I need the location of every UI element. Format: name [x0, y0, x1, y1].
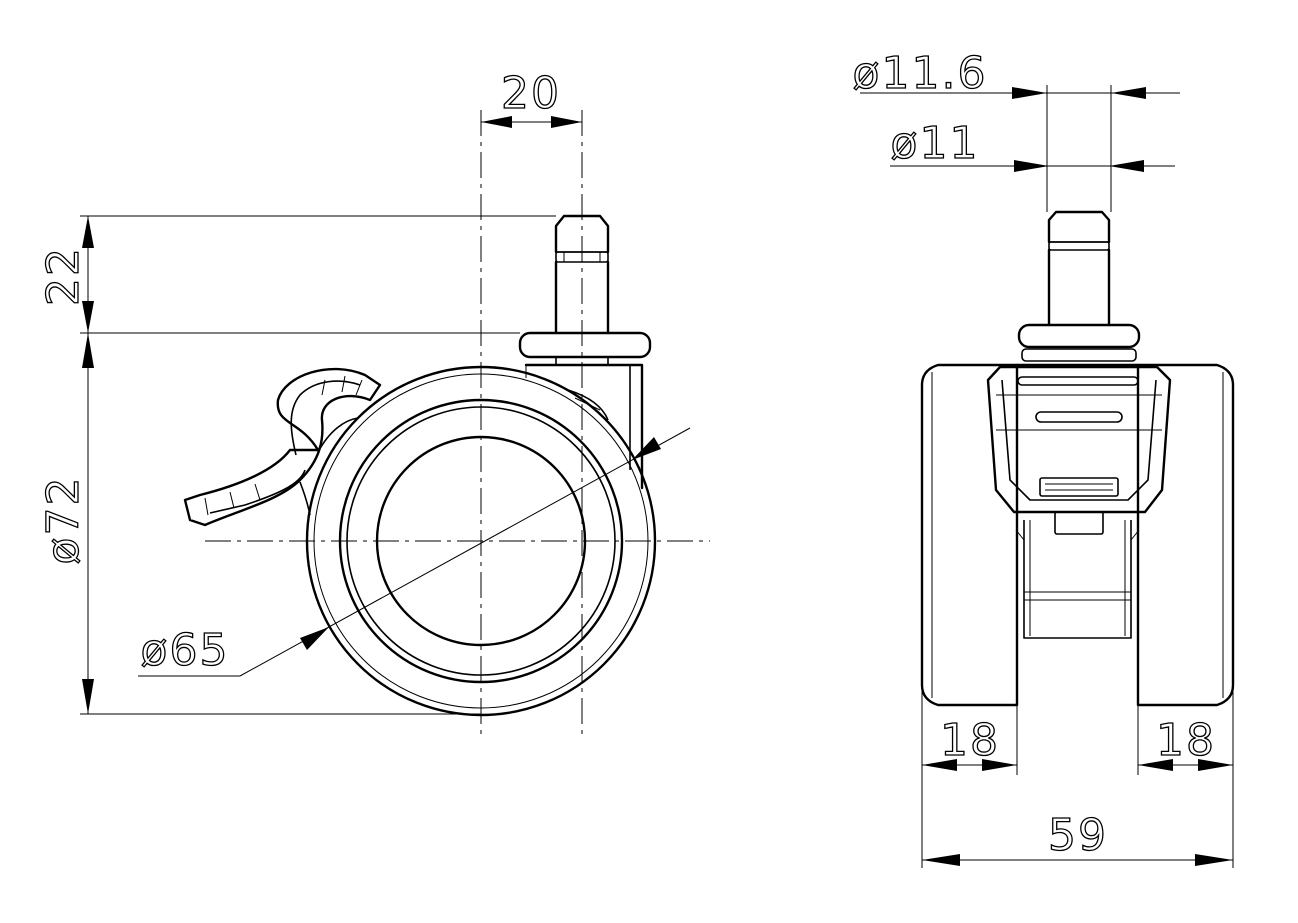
dim-stem-height: 22 [37, 215, 556, 334]
dim-stem-offset: 20 [481, 67, 582, 128]
dim-label-wheel-dia: ø65 [141, 625, 230, 676]
dim-stem-dia: ø11 [890, 117, 1175, 172]
dim-overall-dia: ø72 [37, 333, 481, 715]
dim-wheel-left-width: 18 [921, 690, 1018, 868]
dim-label-wheel-left-width: 18 [940, 715, 1000, 766]
dim-label-collar-dia: ø11.6 [853, 48, 988, 99]
dim-label-overall-width: 59 [1048, 810, 1108, 861]
dim-label-overall-dia: ø72 [38, 476, 89, 565]
front-stem [1017, 210, 1141, 362]
stem [518, 214, 652, 490]
dim-label-wheel-right-width: 18 [1156, 715, 1216, 766]
dim-collar-dia: ø11.6 [852, 47, 1180, 212]
dim-wheel-right-width: 18 [1137, 690, 1234, 868]
dim-label-stem-offset: 20 [501, 68, 561, 119]
brake-lever [183, 367, 382, 527]
side-view: 20 22 ø72 ø65 [37, 67, 710, 735]
wheel [305, 365, 657, 717]
front-wheels [920, 363, 1235, 707]
front-view: ø11.6 ø11 18 18 [852, 47, 1235, 868]
dim-label-stem-height: 22 [38, 246, 89, 306]
dim-wheel-dia: ø65 [138, 427, 691, 677]
dim-overall-width: 59 [922, 809, 1233, 866]
dim-label-stem-dia: ø11 [891, 118, 980, 169]
front-housing [986, 365, 1172, 639]
